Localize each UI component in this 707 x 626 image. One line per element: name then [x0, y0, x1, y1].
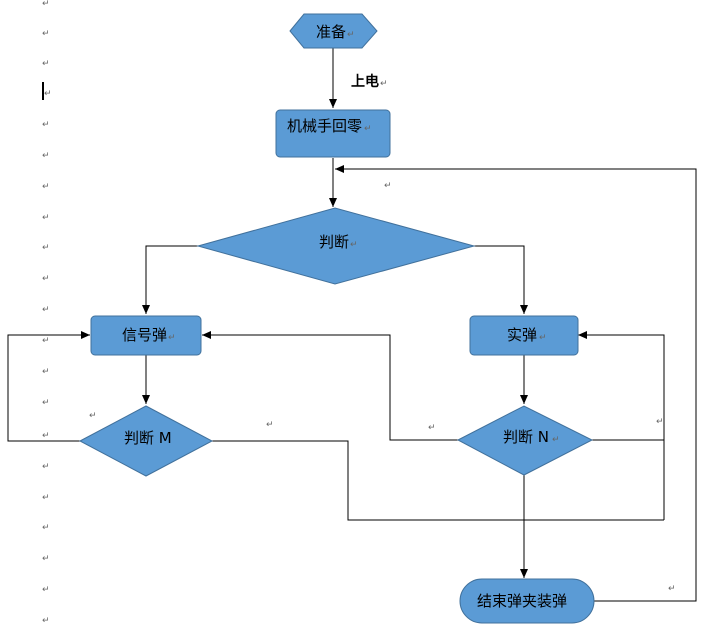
return-mark: ↵ [42, 0, 50, 9]
return-mark: ↵ [42, 151, 50, 161]
connector-judge-to-signal [142, 245, 198, 314]
hexagon-shape [289, 13, 378, 49]
return-mark: ↵ [668, 584, 676, 594]
return-mark: ↵ [42, 431, 50, 441]
process-shape [90, 315, 202, 356]
return-mark: ↵ [42, 120, 50, 130]
decision-shape [456, 405, 594, 476]
return-mark: ↵ [42, 274, 50, 284]
return-mark: ↵ [347, 30, 355, 40]
return-mark: ↵ [42, 585, 50, 595]
return-mark: ↵ [168, 333, 176, 343]
return-mark: ↵ [539, 333, 547, 343]
node-judge-m[interactable]: 判断 M [78, 405, 214, 477]
return-mark: ↵ [42, 336, 50, 346]
node-arm-home-label: 机械手回零 [287, 117, 362, 135]
return-mark: ↵ [44, 89, 52, 99]
return-mark: ↵ [364, 124, 372, 134]
node-end[interactable]: 结束弹夹装弹 [459, 578, 595, 624]
decision-shape [78, 405, 214, 477]
return-mark: ↵ [42, 398, 50, 408]
node-live-label: 实弹 [507, 326, 537, 344]
process-shape [469, 315, 579, 356]
return-mark: ↵ [552, 435, 560, 445]
node-live[interactable]: 实弹 ↵ [469, 315, 579, 356]
connector-judge-m-loop [7, 331, 90, 442]
node-signal-label: 信号弹 [122, 326, 167, 344]
return-mark: ↵ [42, 462, 50, 472]
terminator-shape [459, 578, 595, 624]
node-end-label: 结束弹夹装弹 [477, 592, 567, 610]
inline-marks: ↵ ↵ ↵ ↵ ↵ ↵ [89, 181, 676, 594]
return-mark: ↵ [42, 243, 50, 253]
return-mark: ↵ [350, 240, 358, 250]
return-mark: ↵ [42, 367, 50, 377]
node-judge-m-label: 判断 M [124, 429, 172, 447]
return-mark: ↵ [89, 411, 97, 421]
connector-judge-m-to-loop [212, 440, 664, 521]
connector-loop-to-live [578, 331, 665, 520]
return-mark: ↵ [656, 417, 664, 427]
return-mark: ↵ [42, 616, 50, 626]
edge-label-power-on: 上电 [351, 73, 379, 90]
connector-end-to-top [335, 165, 697, 602]
process-shape [275, 109, 391, 158]
connector-judge-to-live [474, 245, 528, 314]
return-mark: ↵ [384, 181, 392, 191]
node-judge-n[interactable]: 判断 N ↵ [456, 405, 594, 476]
node-judge-label: 判断 [319, 233, 349, 251]
return-mark: ↵ [42, 59, 50, 69]
connector-judge-n-to-signal [202, 331, 458, 441]
return-mark: ↵ [380, 79, 388, 89]
node-arm-home[interactable]: 机械手回零 ↵ [275, 109, 391, 158]
return-mark: ↵ [42, 29, 50, 39]
return-mark: ↵ [42, 305, 50, 315]
return-mark: ↵ [42, 213, 50, 223]
return-mark: ↵ [42, 554, 50, 564]
node-judge[interactable]: 判断 ↵ [196, 207, 476, 285]
return-mark: ↵ [266, 420, 274, 430]
node-prepare-label: 准备 [316, 23, 346, 41]
node-prepare[interactable]: 准备 ↵ [289, 13, 378, 49]
margin-marks: ↵ ↵ ↵ ↵ ↵ ↵ ↵ ↵ ↵ ↵ ↵ ↵ ↵ ↵ ↵ ↵ ↵ ↵ ↵ ↵ … [42, 0, 52, 626]
return-mark: ↵ [428, 423, 436, 433]
return-mark: ↵ [42, 182, 50, 192]
decision-shape [196, 207, 476, 285]
connectors [7, 48, 697, 602]
node-signal[interactable]: 信号弹 ↵ [90, 315, 202, 356]
return-mark: ↵ [42, 523, 50, 533]
return-mark: ↵ [42, 493, 50, 503]
node-judge-n-label: 判断 N [503, 428, 549, 446]
